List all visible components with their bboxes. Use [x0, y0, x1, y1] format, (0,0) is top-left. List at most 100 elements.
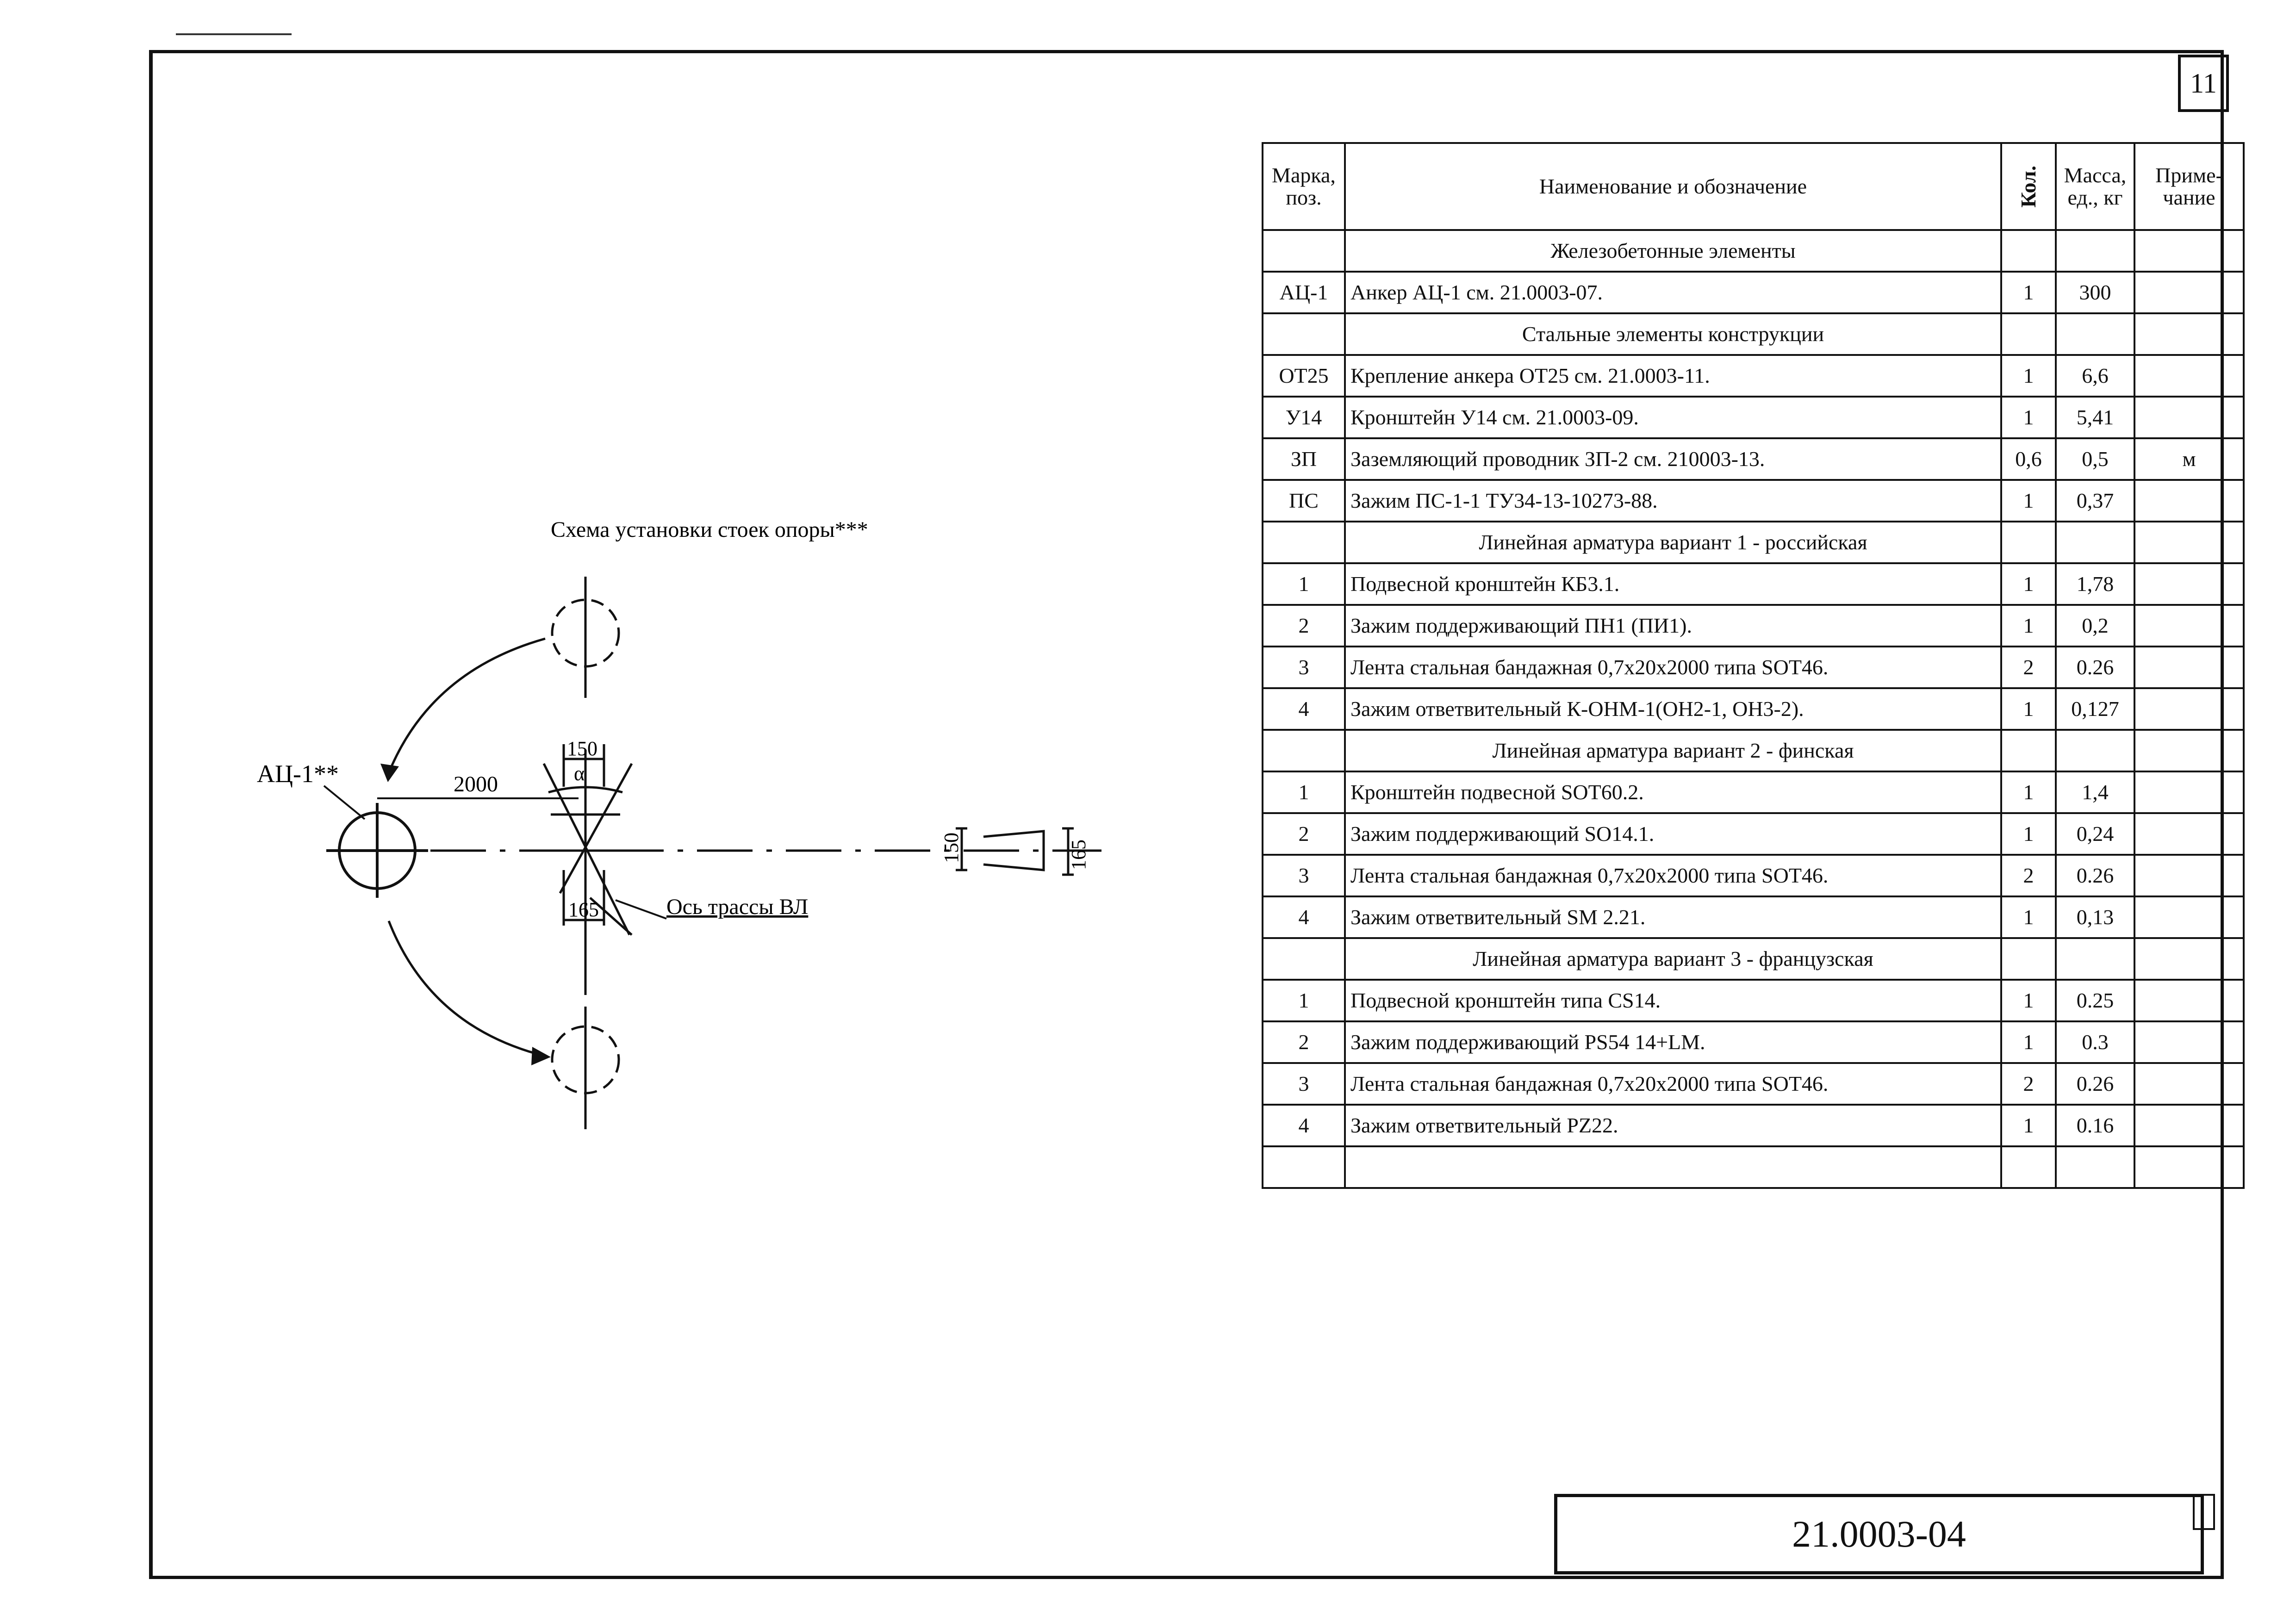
cell-qty: 1: [2000, 396, 2057, 439]
section-row: Стальные элементы конструкции: [1262, 312, 2245, 356]
dimension-165: 165: [568, 898, 599, 921]
cell-qty: [2000, 729, 2057, 772]
post-section-view: [956, 827, 1074, 876]
table-row: [1262, 1145, 2245, 1189]
cell-qty: 1: [2000, 562, 2057, 606]
cell-name: Подвесной кронштейн КБ3.1.: [1344, 562, 2002, 606]
cell-mass: 0.26: [2055, 646, 2135, 689]
cell-qty: 1: [2000, 979, 2057, 1022]
cell-name: Лента стальная бандажная 0,7х20х2000 тип…: [1344, 646, 2002, 689]
cell-name: Заземляющий проводник ЗП-2 см. 210003-13…: [1344, 437, 2002, 481]
cell-name: Кронштейн подвесной SOT60.2.: [1344, 771, 2002, 814]
cell-name: Зажим ответвительный SM 2.21.: [1344, 895, 2002, 939]
anchor-circle: [326, 803, 428, 898]
cell-mass: [2055, 937, 2135, 981]
cell-mass: 1,78: [2055, 562, 2135, 606]
cell-qty: [2000, 937, 2057, 981]
cell-qty: [2000, 1145, 2057, 1189]
header-mark: Марка, поз.: [1262, 142, 1346, 231]
cell-qty: [2000, 229, 2057, 273]
cell-qty: 2: [2000, 646, 2057, 689]
section-row: Железобетонные элементы: [1262, 229, 2245, 273]
cell-mass: 0,5: [2055, 437, 2135, 481]
specification-table: Марка, поз. Наименование и обозначение К…: [1262, 142, 2245, 1189]
cell-mark: [1262, 229, 1346, 273]
cell-mass: [2055, 312, 2135, 356]
axis-label: Ось трассы ВЛ: [666, 895, 808, 919]
cell-note: [2134, 312, 2245, 356]
cell-note: [2134, 1104, 2245, 1147]
cell-mass: 0.26: [2055, 854, 2135, 897]
cell-note: [2134, 687, 2245, 731]
drawing-code: 21.0003-04: [1792, 1513, 1966, 1555]
diagram-title: Схема установки стоек опоры***: [551, 517, 868, 542]
cell-mass: 0,127: [2055, 687, 2135, 731]
cell-mass: 0.16: [2055, 1104, 2135, 1147]
cell-qty: 1: [2000, 771, 2057, 814]
cell-note: [2134, 771, 2245, 814]
installation-diagram: Схема установки стоек опоры*** АЦ-1** 20…: [257, 517, 1101, 1129]
lower-arc-arrow: [531, 1047, 551, 1065]
section-dim-150: 150: [940, 833, 963, 863]
cell-name: Зажим поддерживающий PS54 14+LM.: [1344, 1020, 2002, 1064]
cell-mass: 0,24: [2055, 812, 2135, 856]
cell-mark: [1262, 312, 1346, 356]
cell-note: [2134, 1062, 2245, 1106]
cell-mark: 1: [1262, 771, 1346, 814]
title-block-small-cell: [2193, 1494, 2215, 1530]
title-block-code: 21.0003-04: [1554, 1494, 2204, 1574]
cell-mark: 2: [1262, 1020, 1346, 1064]
cell-note: [2134, 646, 2245, 689]
cell-mark: 2: [1262, 812, 1346, 856]
cell-mark: 4: [1262, 687, 1346, 731]
cell-name: Зажим поддерживающий ПН1 (ПИ1).: [1344, 604, 2002, 647]
cell-mark: 4: [1262, 1104, 1346, 1147]
anchor-label: АЦ-1**: [257, 760, 339, 788]
cell-mass: [2055, 1145, 2135, 1189]
section-dim-165: 165: [1067, 839, 1090, 870]
cell-mass: 0,2: [2055, 604, 2135, 647]
cell-mass: 6,6: [2055, 354, 2135, 398]
cell-name: Зажим ответвительный К-ОНМ-1(ОН2-1, ОН3-…: [1344, 687, 2002, 731]
top-mark: [176, 33, 292, 35]
cell-name: Лента стальная бандажная 0,7х20х2000 тип…: [1344, 854, 2002, 897]
header-note: Приме-чание: [2134, 142, 2245, 231]
cell-note: [2134, 271, 2245, 314]
cell-qty: [2000, 521, 2057, 564]
cell-mark: [1262, 729, 1346, 772]
cell-note: [2134, 562, 2245, 606]
cell-mass: 0.3: [2055, 1020, 2135, 1064]
cell-name: [1344, 1145, 2002, 1189]
cell-mass: 1,4: [2055, 771, 2135, 814]
cell-mark: 3: [1262, 1062, 1346, 1106]
cell-name: Кронштейн У14 см. 21.0003-09.: [1344, 396, 2002, 439]
cell-note: [2134, 396, 2245, 439]
section-title: Линейная арматура вариант 1 - российская: [1344, 521, 2002, 564]
cell-note: [2134, 521, 2245, 564]
cell-qty: [2000, 312, 2057, 356]
cell-note: [2134, 604, 2245, 647]
cell-name: Крепление анкера ОТ25 см. 21.0003-11.: [1344, 354, 2002, 398]
section-row: Линейная арматура вариант 2 - финская: [1262, 729, 2245, 772]
cell-mark: ЗП: [1262, 437, 1346, 481]
cell-note: [2134, 854, 2245, 897]
cell-mass: [2055, 521, 2135, 564]
cell-mass: 0.26: [2055, 1062, 2135, 1106]
cell-note: [2134, 729, 2245, 772]
post-assembly: [528, 744, 648, 995]
cell-note: [2134, 812, 2245, 856]
cell-mark: ПС: [1262, 479, 1346, 522]
table-header-row: Марка, поз. Наименование и обозначение К…: [1262, 142, 2245, 231]
